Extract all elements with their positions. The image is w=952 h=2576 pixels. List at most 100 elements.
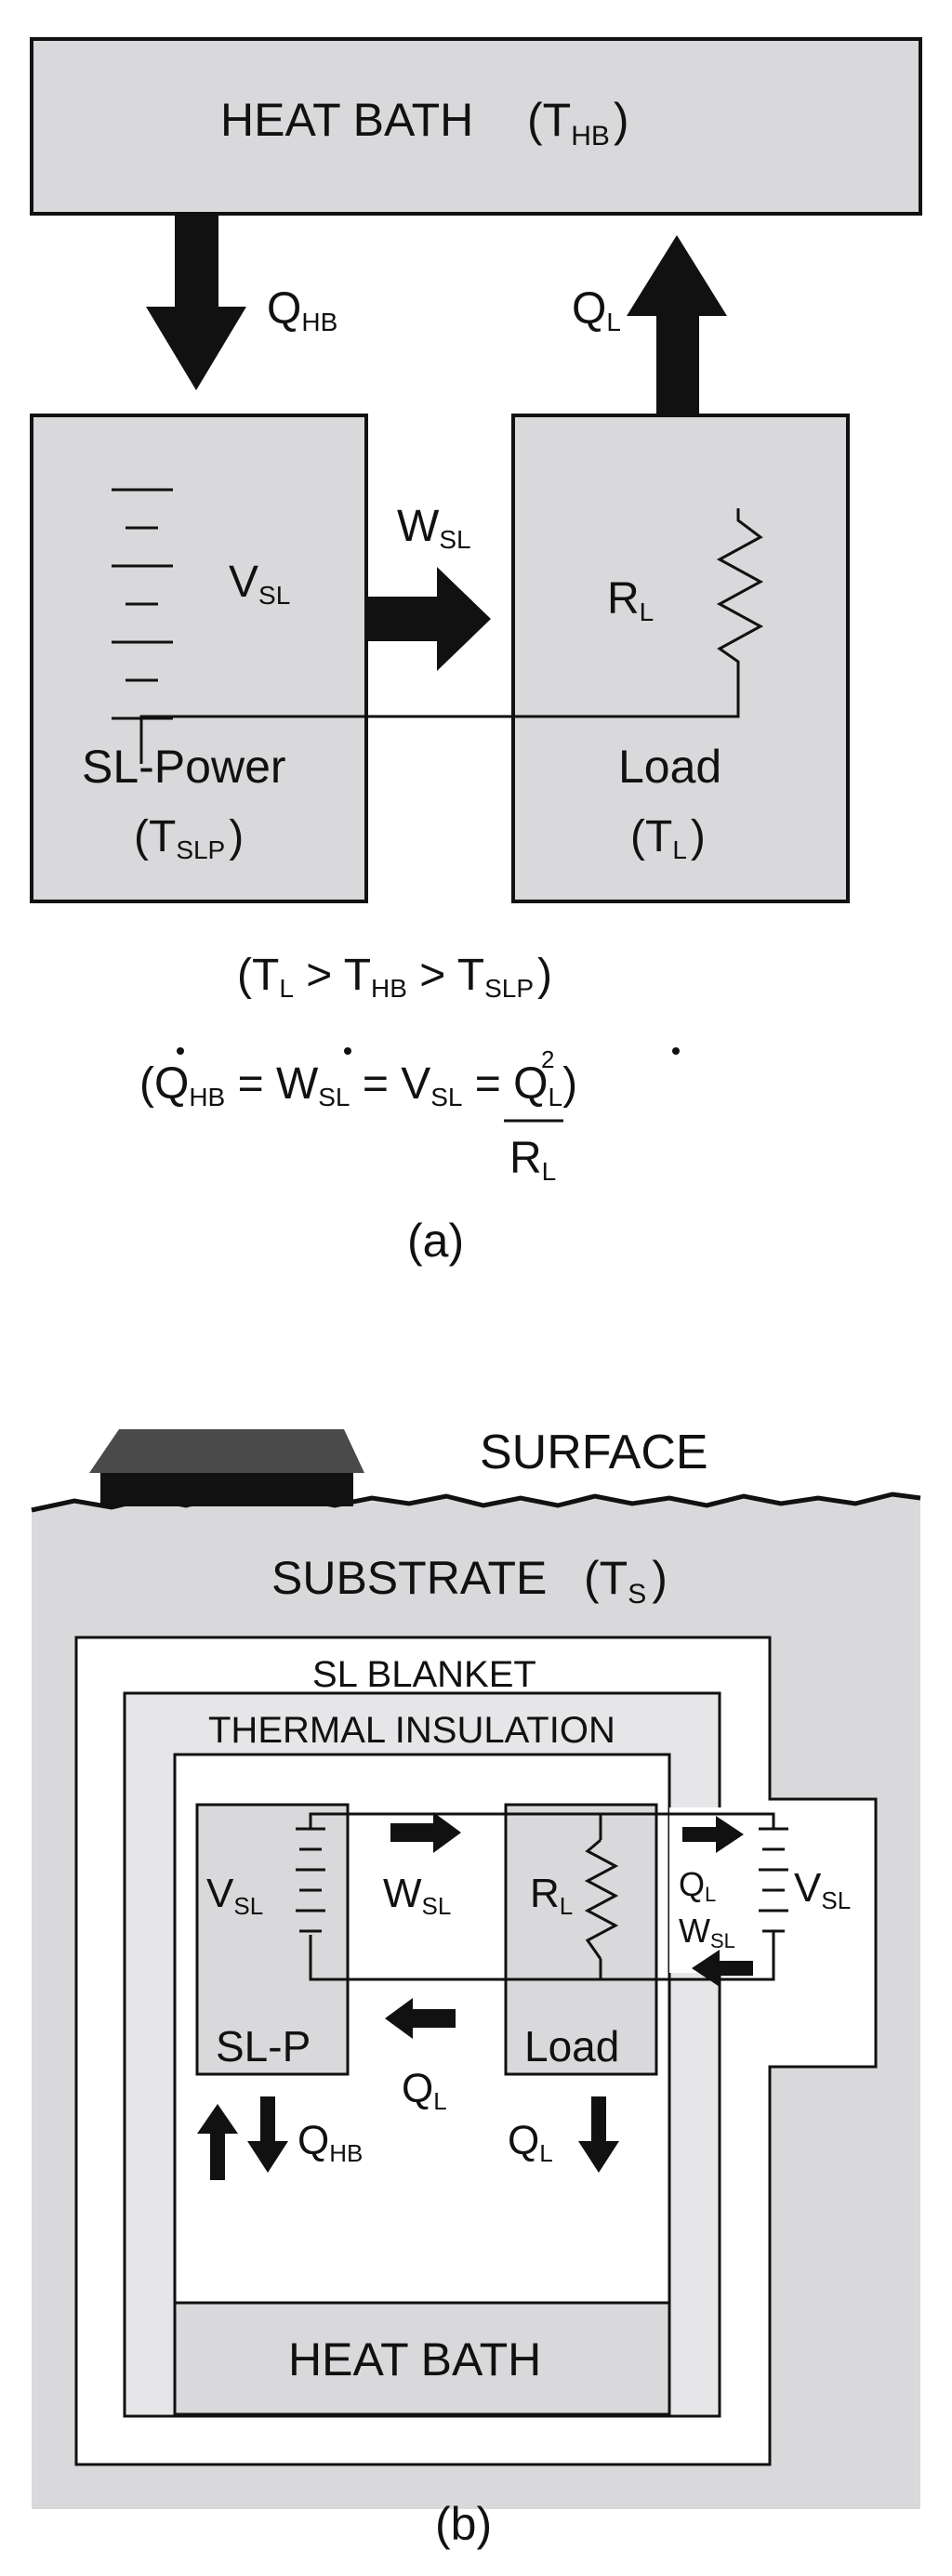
heat-bath-temp-sub: HB xyxy=(571,121,610,151)
w-sl-sub: SL xyxy=(439,525,470,554)
ineq-close: ) xyxy=(537,951,552,1000)
heat-bath-label: HEAT BATH xyxy=(220,94,473,146)
circuit-b xyxy=(309,1812,775,1981)
b-w-sl-sub: SL xyxy=(422,1892,452,1920)
b-q-hb-sub: HB xyxy=(329,2139,363,2167)
eq-v-sup: 2 xyxy=(541,1045,554,1073)
power-equation: (QHB = WSL = VSL = QL) 2 RL xyxy=(139,1045,680,1186)
svg-text:QL: QL xyxy=(572,284,621,336)
panel-b: SURFACE SUBSTRATE (TS) SL BLANKET THERMA… xyxy=(31,1426,921,2550)
b-v-sl-sub: SL xyxy=(233,1892,263,1920)
svg-text:WSL: WSL xyxy=(383,1871,451,1920)
q-l-sub: L xyxy=(606,308,621,336)
thermal-insulation-label: THERMAL INSULATION xyxy=(208,1710,615,1751)
svg-text:(TL): (TL) xyxy=(630,812,706,864)
eq-v-sub: SL xyxy=(430,1083,462,1111)
substrate-temp-sub: S xyxy=(628,1579,646,1610)
b-q-l-bottom-label: Q xyxy=(508,2118,539,2163)
v-sl-sub: SL xyxy=(258,581,290,610)
heat-bath-b xyxy=(173,2301,671,2416)
b-r-l-sub: L xyxy=(560,1892,573,1920)
b-q-hb-label: Q xyxy=(298,2118,329,2163)
b-v-sl-label: V xyxy=(206,1871,234,1916)
svg-text:RL: RL xyxy=(509,1134,556,1186)
svg-text:VSL: VSL xyxy=(794,1865,851,1914)
svg-text:QL: QL xyxy=(508,2118,553,2167)
eq-open: ( xyxy=(139,1059,154,1109)
panel-a: HEAT BATH (THB) QHB QL VSL S xyxy=(30,37,922,1267)
b-q-l-right-arrow xyxy=(682,1816,744,1853)
q-l-arrow xyxy=(627,235,727,416)
heat-bath-box xyxy=(30,37,922,216)
b-q-hb-up-arrow xyxy=(197,2104,238,2180)
b-q-l-mid-label: Q xyxy=(402,2066,433,2111)
eq-w-sub: SL xyxy=(318,1083,350,1111)
eq-ql-sub: L xyxy=(549,1083,563,1111)
w-sl-label: W xyxy=(397,502,440,551)
svg-text:QL: QL xyxy=(679,1865,716,1906)
house-icon xyxy=(89,1429,364,1506)
load-temp-sub: L xyxy=(672,835,687,864)
slp-box xyxy=(195,1803,350,2076)
substrate-temp-close: ) xyxy=(652,1552,668,1604)
svg-text:(TSLP): (TSLP) xyxy=(134,812,244,864)
svg-text:VSL: VSL xyxy=(206,1871,263,1920)
battery-right-icon xyxy=(759,1827,788,1942)
heat-bath-b-label: HEAT BATH xyxy=(288,2333,541,2385)
load-label: Load xyxy=(618,741,721,793)
load-temp-close: ) xyxy=(691,812,706,861)
q-l-label: Q xyxy=(572,284,606,334)
sl-power-box xyxy=(30,414,368,903)
eq-eq3: = xyxy=(462,1059,513,1109)
caption-b: (b) xyxy=(435,2498,492,2550)
q-l-dot xyxy=(672,1047,680,1055)
ineq-open: (T xyxy=(237,951,279,1000)
load-box xyxy=(511,414,850,903)
resistor-b-icon xyxy=(584,1838,619,1960)
r-l-sub: L xyxy=(640,598,654,626)
b-w-sl-right-label: W xyxy=(679,1912,710,1950)
b-q-l-bottom-sub: L xyxy=(539,2139,552,2167)
b-w-sl-right-sub: SL xyxy=(710,1929,735,1952)
inequality: (TL > THB > TSLP) xyxy=(237,951,552,1003)
svg-text:QL: QL xyxy=(402,2066,447,2115)
ineq-s3: SLP xyxy=(484,974,534,1003)
b-q-l-right-label: Q xyxy=(679,1865,705,1903)
slp-temp: (T xyxy=(134,812,176,861)
ineq-gt2: > T xyxy=(407,951,484,1000)
svg-text:WSL: WSL xyxy=(397,502,471,554)
load-b-box xyxy=(504,1803,658,2076)
eq-q-sub: HB xyxy=(189,1083,225,1111)
ineq-s2: HB xyxy=(371,974,407,1003)
eq-w: W xyxy=(276,1059,319,1109)
load-b-label: Load xyxy=(524,2022,619,2070)
sl-power-label: SL-Power xyxy=(82,741,286,793)
b-r-l-label: R xyxy=(530,1871,560,1916)
b-q-l-bottom-arrow xyxy=(578,2096,619,2173)
eq-close: ) xyxy=(562,1059,577,1109)
svg-text:RL: RL xyxy=(530,1871,573,1920)
b-v-sl-right-sub: SL xyxy=(821,1886,851,1914)
surface-label: SURFACE xyxy=(480,1426,708,1479)
slp-label: SL-P xyxy=(216,2022,311,2070)
q-hb-sub: HB xyxy=(301,308,337,336)
q-hb-dot xyxy=(177,1047,184,1055)
caption-a: (a) xyxy=(407,1215,464,1267)
svg-text:QHB: QHB xyxy=(298,2118,363,2167)
resistor-icon xyxy=(716,508,764,671)
svg-text:WSL: WSL xyxy=(679,1912,735,1952)
b-w-sl-arrow xyxy=(390,1812,461,1853)
sl-blanket-label: SL BLANKET xyxy=(312,1654,536,1695)
slp-temp-sub: SLP xyxy=(176,835,225,864)
substrate-label: SUBSTRATE xyxy=(271,1552,547,1604)
eq-eq1: = xyxy=(225,1059,276,1109)
ineq-gt1: > T xyxy=(294,951,371,1000)
b-v-sl-right: V xyxy=(794,1865,822,1911)
svg-text:VSL: VSL xyxy=(229,558,290,610)
ineq-s1: L xyxy=(279,974,294,1003)
q-hb-arrow xyxy=(146,214,246,390)
battery-b-icon xyxy=(296,1821,325,1933)
slp-temp-close: ) xyxy=(229,812,244,861)
svg-text:RL: RL xyxy=(607,574,654,626)
